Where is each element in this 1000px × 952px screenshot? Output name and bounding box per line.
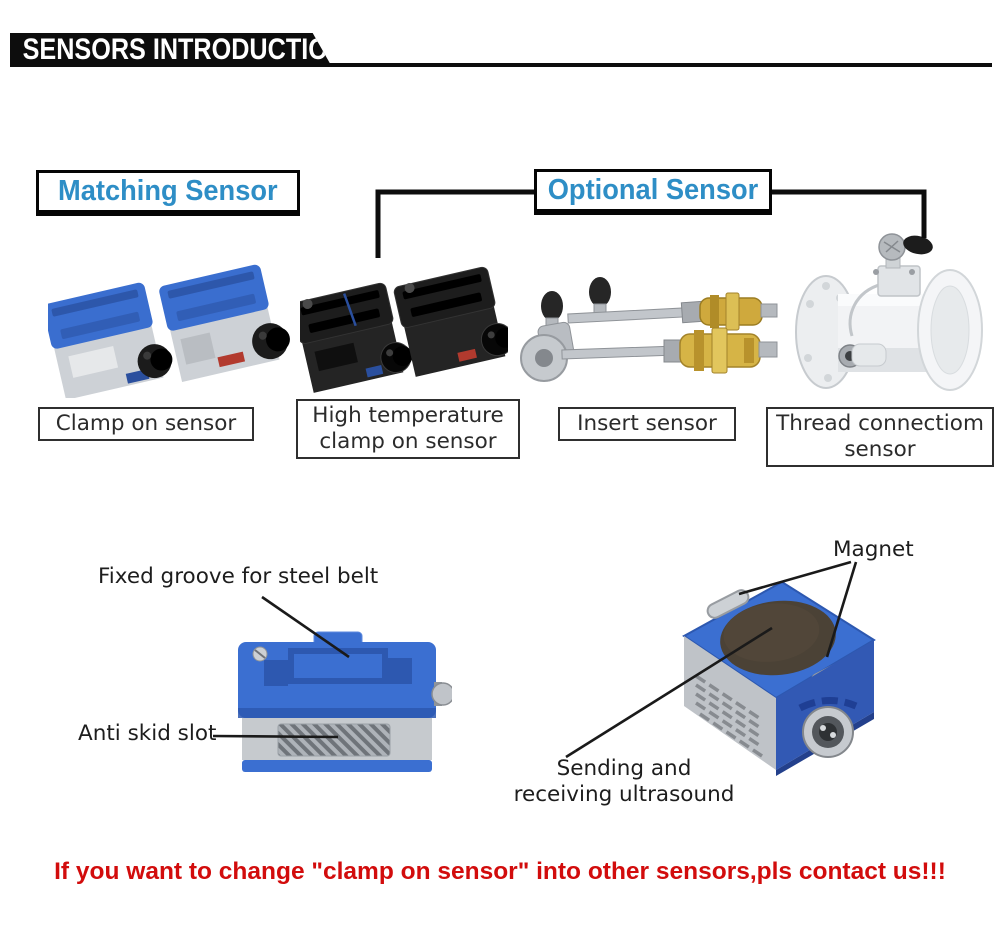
thread-connection-sensor-label: Thread connectiom sensor bbox=[766, 407, 994, 467]
matching-sensor-heading-label: Matching Sensor bbox=[58, 175, 278, 207]
matching-sensor-heading: Matching Sensor bbox=[36, 170, 300, 216]
optional-sensor-heading-label: Optional Sensor bbox=[547, 174, 759, 206]
magnet-callout-label: Magnet bbox=[833, 537, 914, 562]
header-banner: SENSORS INTRODUCTION bbox=[10, 33, 332, 67]
clamp-on-sensor-label: Clamp on sensor bbox=[38, 407, 254, 441]
anti-skid-callout-label: Anti skid slot bbox=[78, 721, 217, 746]
clamp-on-sensor-bottom-view-image bbox=[682, 580, 876, 776]
clamp-on-sensor-side-view-image bbox=[238, 631, 452, 772]
insert-sensor-image bbox=[520, 277, 778, 382]
high-temperature-clamp-on-sensor-label: High temperature clamp on sensor bbox=[296, 399, 520, 459]
insert-sensor-label: Insert sensor bbox=[558, 407, 736, 441]
page-title: SENSORS INTRODUCTION bbox=[22, 33, 347, 66]
header-underline bbox=[300, 63, 992, 67]
ultrasound-callout-label: Sending and receiving ultrasound bbox=[513, 756, 735, 807]
thread-connection-sensor-image bbox=[795, 233, 983, 391]
optional-sensor-heading: Optional Sensor bbox=[534, 169, 772, 215]
clamp-on-sensor-image bbox=[48, 264, 290, 398]
high-temperature-clamp-on-sensor-image bbox=[300, 266, 508, 393]
fixed-groove-callout-label: Fixed groove for steel belt bbox=[98, 564, 379, 589]
contact-note: If you want to change "clamp on sensor" … bbox=[54, 858, 946, 885]
